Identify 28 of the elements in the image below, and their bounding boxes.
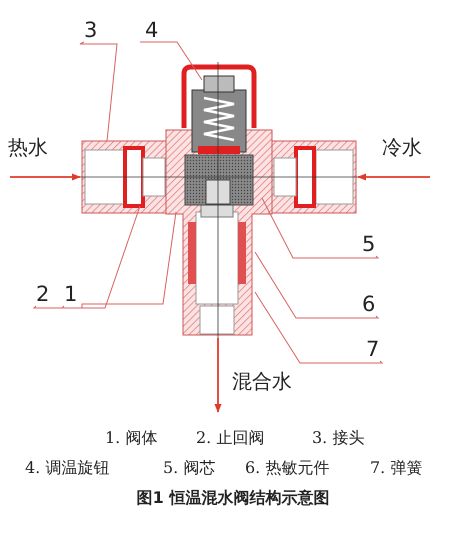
- legend-item: 2. 止回阀: [196, 428, 264, 448]
- callout-number: 2: [36, 282, 50, 306]
- legend-item: 7. 弹簧: [370, 458, 422, 478]
- leader-line: [32, 206, 140, 308]
- flow-arrow: [214, 338, 222, 413]
- leader-line: [80, 42, 118, 142]
- leader-line: [262, 198, 380, 258]
- leader-line: [254, 252, 380, 318]
- legend-item: 3. 接头: [312, 428, 364, 448]
- callout-number: 3: [84, 18, 98, 42]
- callout-number: 7: [366, 337, 380, 361]
- callout-number: 5: [362, 232, 376, 256]
- leader-line: [254, 292, 384, 364]
- legend-item: 4. 调温旋钮: [25, 458, 110, 478]
- legend-item: 5. 阀芯: [163, 458, 216, 478]
- inlet-label: 冷水: [382, 134, 430, 160]
- inlet-label: 热水: [8, 134, 56, 160]
- leader-line: [140, 42, 202, 80]
- flow-arrow: [10, 173, 81, 181]
- legend-item: 1. 阀体: [105, 428, 158, 448]
- callout-number: 1: [64, 282, 78, 306]
- figure-caption: 图1 恒温混水阀结构示意图: [136, 488, 330, 509]
- callout-number: 4: [145, 18, 159, 42]
- outlet-label: 混合水: [232, 368, 304, 396]
- legend-item: 6. 热敏元件: [245, 458, 330, 478]
- callout-number: 6: [362, 292, 376, 316]
- flow-arrow: [357, 173, 430, 181]
- leader-line: [60, 212, 176, 308]
